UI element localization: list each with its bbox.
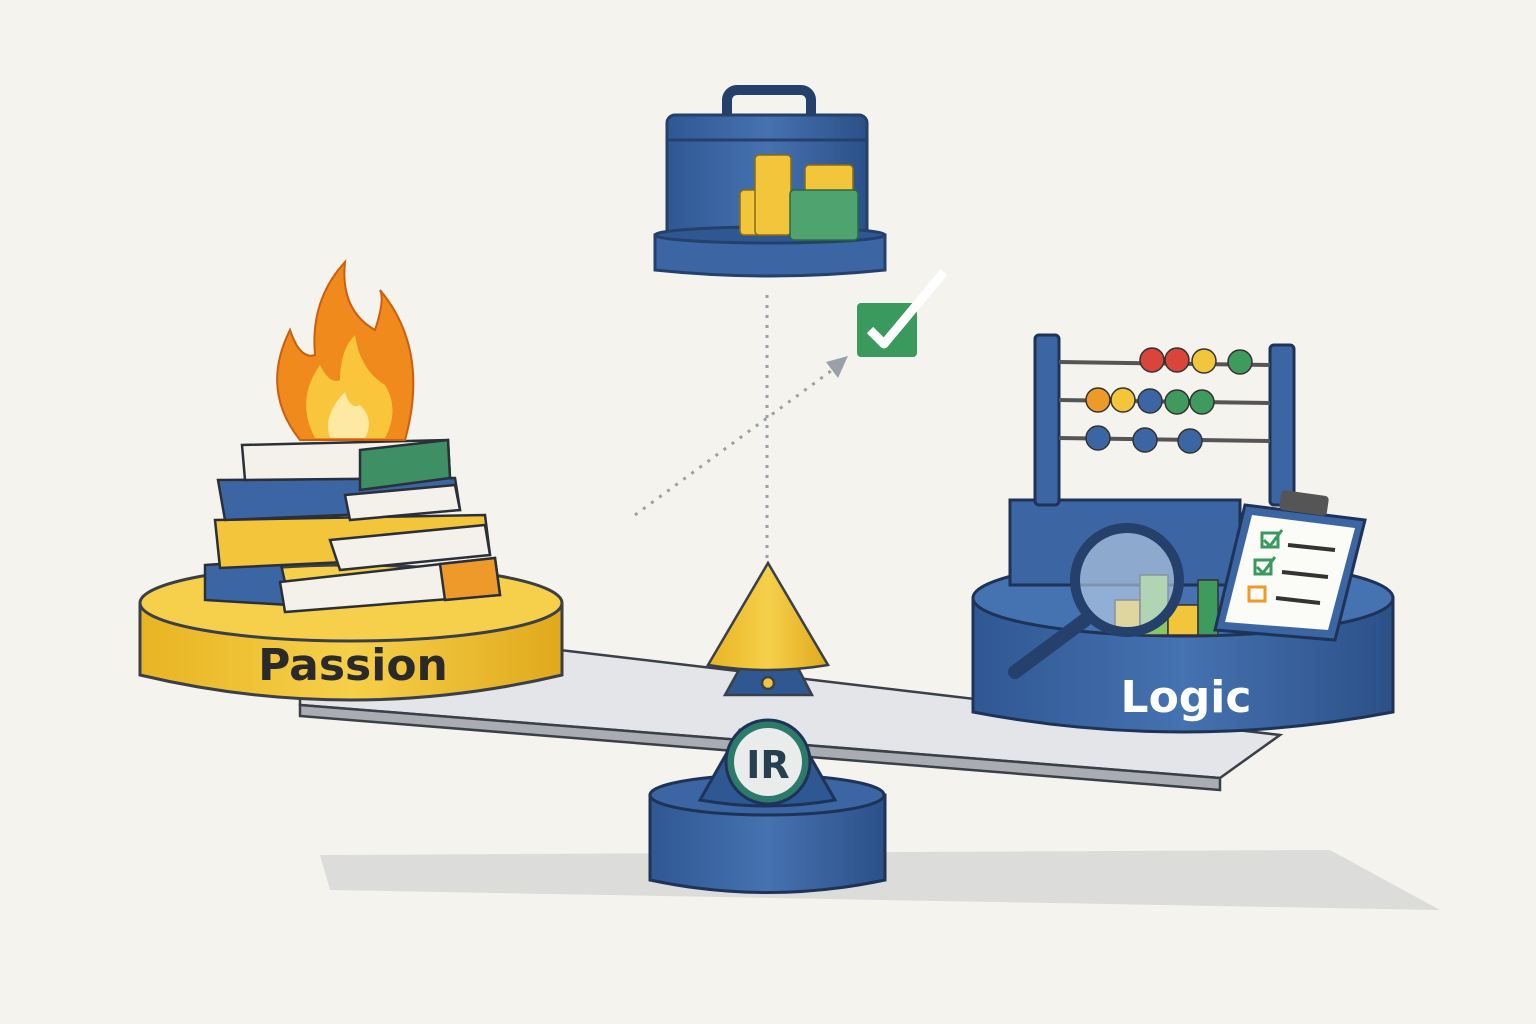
passion-label: Passion — [258, 640, 448, 691]
flame-icon — [276, 259, 415, 441]
abacus-icon — [1033, 333, 1296, 507]
coins-icon — [739, 154, 859, 241]
clipboard-checklist-icon — [1213, 490, 1367, 642]
checkmark-icon — [857, 269, 948, 357]
fulcrum — [706, 560, 830, 697]
magnifier-icon — [1008, 523, 1184, 679]
ir-badge: IR — [724, 718, 812, 806]
trend-arrow — [634, 356, 848, 517]
logic-label: Logic — [1121, 672, 1252, 723]
books-icon — [203, 438, 502, 614]
fulcrum-badge-label: IR — [746, 743, 789, 787]
